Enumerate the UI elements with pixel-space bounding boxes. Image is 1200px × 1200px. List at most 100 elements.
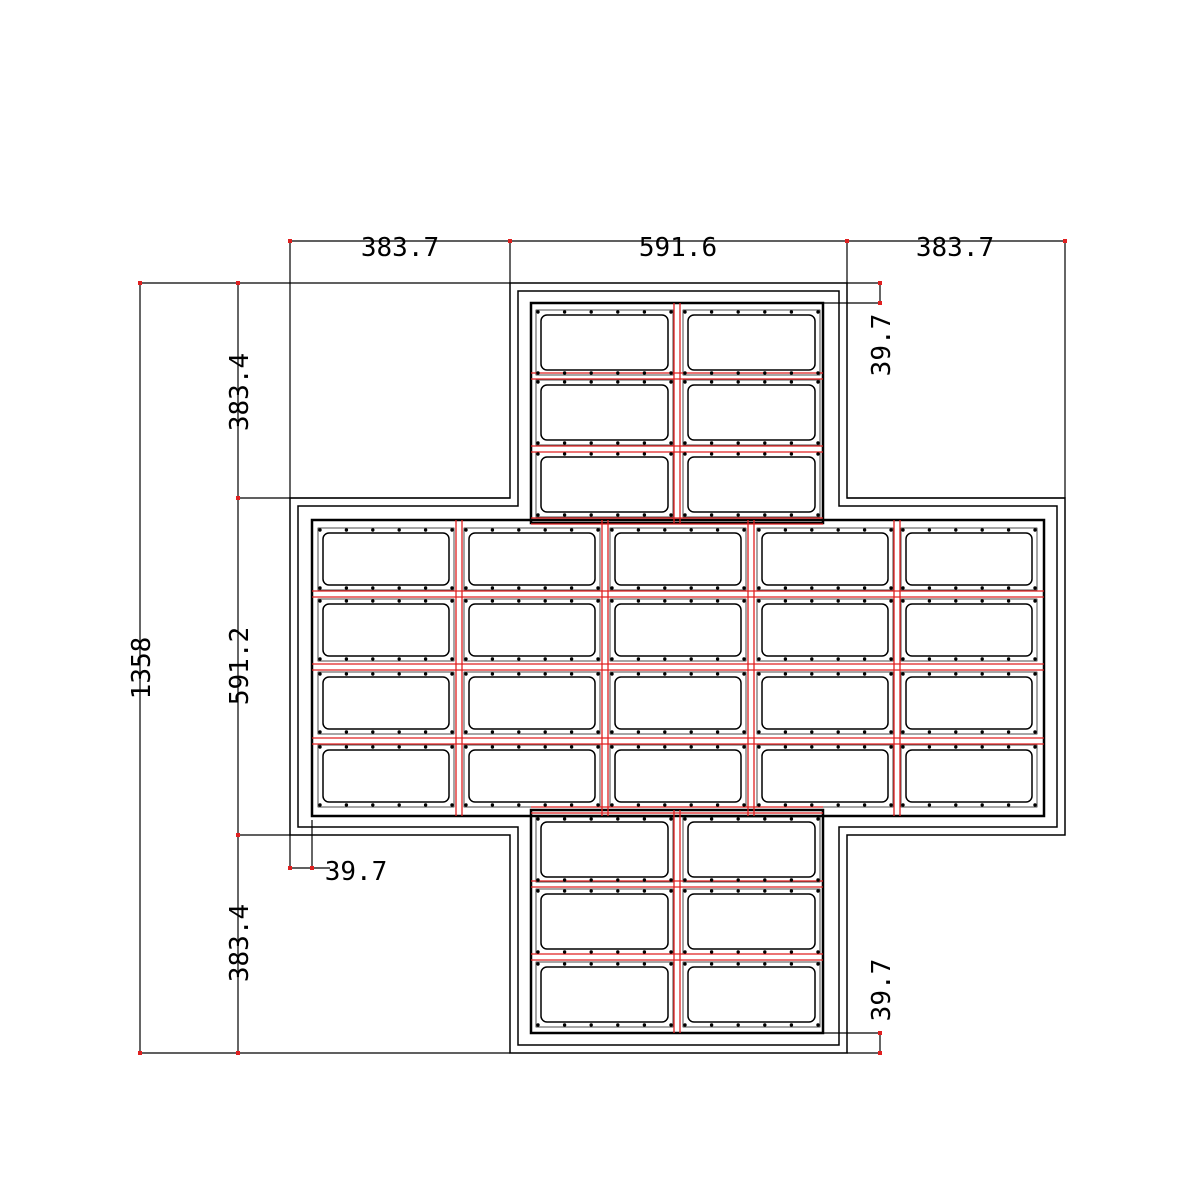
dimension-ticks bbox=[138, 239, 1067, 1055]
rebar-dot bbox=[709, 380, 714, 384]
rebar-dot bbox=[901, 672, 905, 676]
rebar-dot bbox=[636, 730, 641, 734]
middle-cell-3-4 bbox=[905, 749, 1033, 803]
rebar-dot bbox=[536, 452, 540, 456]
middle-cell-3-1-frame bbox=[463, 744, 601, 808]
rebar-dot bbox=[736, 452, 740, 456]
rebar-dot bbox=[616, 817, 620, 821]
rebar-dot bbox=[763, 1023, 767, 1027]
rebar-dot bbox=[636, 803, 641, 807]
rebar-dot bbox=[318, 745, 322, 749]
middle-cell-2-4 bbox=[905, 676, 1033, 730]
middle-cell-0-3-frame bbox=[756, 527, 894, 591]
rebar-dot bbox=[980, 730, 984, 734]
rebar-dot bbox=[642, 380, 647, 384]
rebar-dot bbox=[464, 586, 468, 590]
rebar-dot bbox=[569, 657, 574, 661]
rebar-dot bbox=[736, 380, 740, 384]
middle-cell-0-4-frame bbox=[900, 527, 1038, 591]
middle-cell-0-2 bbox=[614, 532, 742, 586]
rebar-dot bbox=[562, 1023, 567, 1027]
rebar-dot bbox=[596, 803, 600, 807]
rebar-dot bbox=[616, 1023, 620, 1027]
rebar-dot bbox=[862, 803, 867, 807]
rebar-dot bbox=[423, 657, 428, 661]
rebar-dot bbox=[562, 371, 567, 375]
dim-cover-bottom-right: 39.7 bbox=[867, 959, 897, 1022]
rebar-dot bbox=[901, 586, 905, 590]
rebar-dot bbox=[589, 380, 593, 384]
middle-cell-2-4-frame bbox=[900, 671, 1038, 735]
rebar-dot bbox=[517, 672, 521, 676]
rebar-dot bbox=[709, 878, 714, 882]
rebar-dot bbox=[816, 962, 820, 966]
rebar-dot bbox=[689, 672, 693, 676]
rebar-dot bbox=[423, 599, 428, 603]
rebar-dot bbox=[669, 441, 673, 445]
rebar-dot bbox=[862, 586, 867, 590]
rebar-dot bbox=[642, 513, 647, 517]
top-cell-0-0-frame bbox=[535, 309, 674, 376]
rebar-dot bbox=[836, 803, 840, 807]
rebar-dot bbox=[344, 599, 349, 603]
rebar-dot bbox=[683, 452, 687, 456]
rebar-dot bbox=[757, 599, 761, 603]
rebar-dot bbox=[789, 441, 794, 445]
rebar-dot bbox=[927, 586, 932, 590]
rebar-dot bbox=[715, 745, 720, 749]
rebar-dot bbox=[610, 730, 614, 734]
rebar-dot bbox=[1006, 745, 1011, 749]
rebar-dot bbox=[763, 441, 767, 445]
rebar-dot bbox=[663, 730, 667, 734]
middle-cell-3-1 bbox=[468, 749, 596, 803]
rebar-dot bbox=[683, 889, 687, 893]
rebar-dot bbox=[543, 657, 547, 661]
middle-cell-2-0-frame bbox=[317, 671, 455, 735]
rebar-dot bbox=[816, 452, 820, 456]
rebar-dot bbox=[371, 803, 375, 807]
rebar-dot bbox=[663, 599, 667, 603]
rebar-dot bbox=[344, 745, 349, 749]
rebar-dot bbox=[742, 803, 746, 807]
rebar-dot bbox=[836, 586, 840, 590]
rebar-dot bbox=[954, 599, 958, 603]
rebar-dot bbox=[616, 889, 620, 893]
rebar-dot bbox=[397, 672, 401, 676]
rebar-dot bbox=[763, 452, 767, 456]
rebar-dot bbox=[536, 380, 540, 384]
rebar-dot bbox=[669, 962, 673, 966]
rebar-dot bbox=[736, 950, 740, 954]
bottom-cell-1-0-frame bbox=[535, 888, 674, 955]
bottom-cell-1-1-frame bbox=[682, 888, 821, 955]
rebar-dot bbox=[927, 672, 932, 676]
rebar-dot bbox=[683, 441, 687, 445]
middle-cell-3-2 bbox=[614, 749, 742, 803]
rebar-dot bbox=[610, 657, 614, 661]
middle-cell-0-2-frame bbox=[609, 527, 747, 591]
rebar-dot bbox=[736, 878, 740, 882]
rebar-dot bbox=[810, 803, 814, 807]
rebar-dot bbox=[371, 586, 375, 590]
rebar-dot bbox=[610, 745, 614, 749]
rebar-dot bbox=[616, 371, 620, 375]
rebar-dot bbox=[1033, 586, 1037, 590]
rebar-dot bbox=[715, 730, 720, 734]
rebar-dot bbox=[709, 452, 714, 456]
middle-cell-2-2 bbox=[614, 676, 742, 730]
rebar-dot bbox=[783, 803, 788, 807]
rebar-dot bbox=[663, 672, 667, 676]
rebar-dot bbox=[596, 599, 600, 603]
rebar-dot bbox=[589, 962, 593, 966]
rebar-dot bbox=[569, 745, 574, 749]
rebar-dot bbox=[536, 513, 540, 517]
rebar-dot bbox=[810, 672, 814, 676]
rebar-dot bbox=[318, 599, 322, 603]
cross-outline bbox=[289, 282, 1066, 1054]
bottom-cell-0-0 bbox=[540, 821, 669, 878]
rebar-dot bbox=[636, 528, 641, 532]
rebar-dot bbox=[450, 599, 454, 603]
rebar-dot bbox=[757, 745, 761, 749]
rebar-dot bbox=[517, 599, 521, 603]
rebar-dots bbox=[318, 310, 1037, 1027]
rebar-dot bbox=[543, 586, 547, 590]
